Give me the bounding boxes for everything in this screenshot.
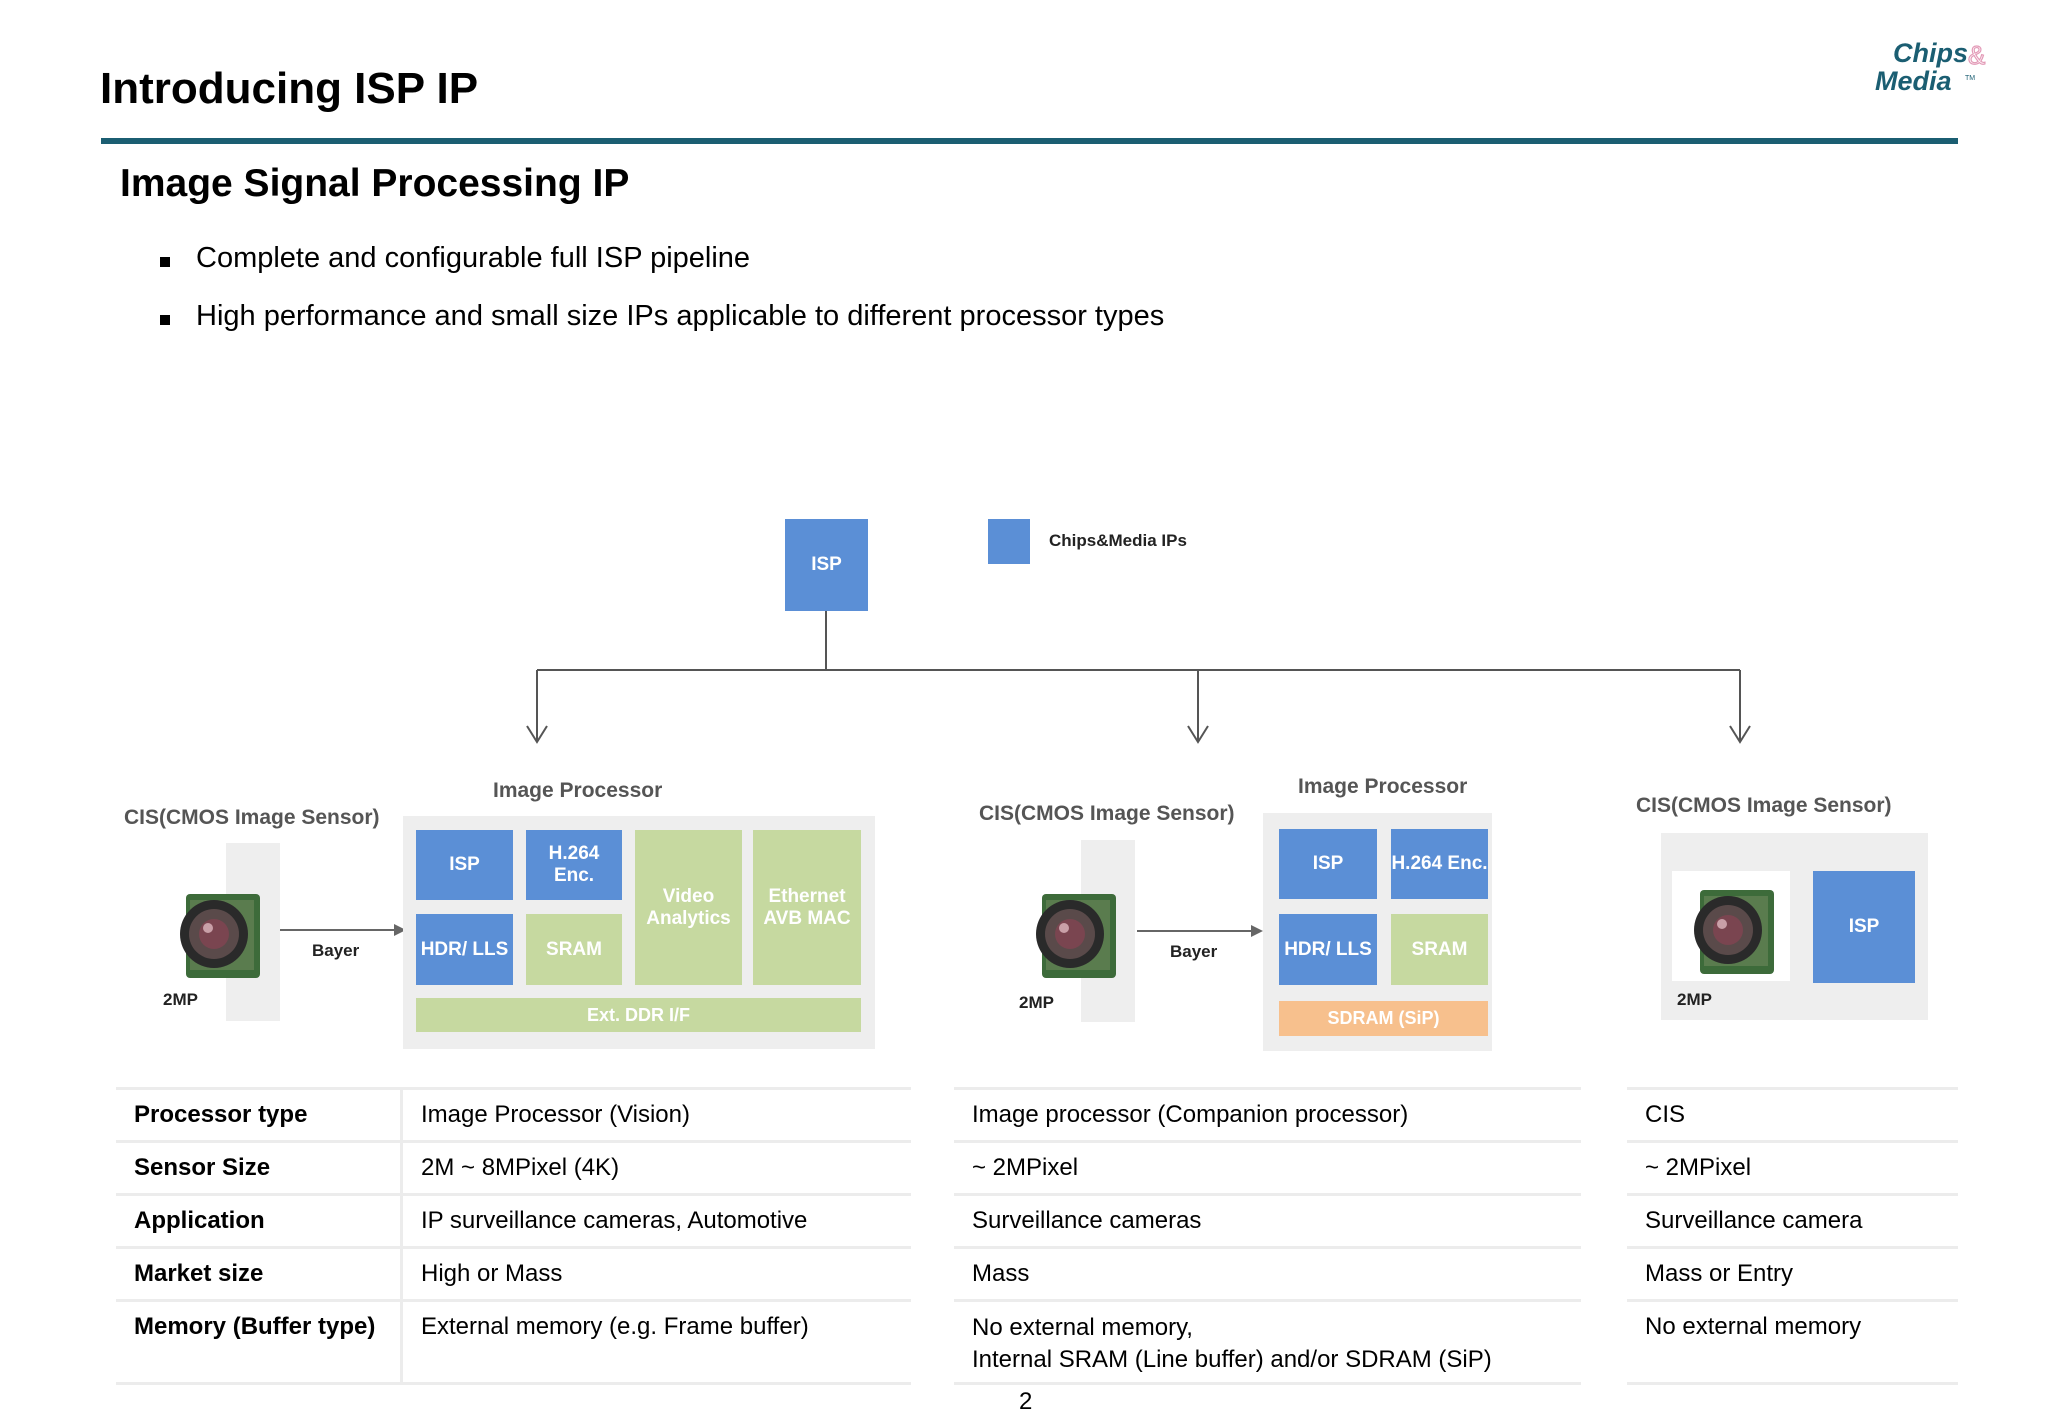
config2-h264-block: H.264 Enc. xyxy=(1391,829,1488,899)
table-cell: Mass xyxy=(954,1246,1581,1301)
table-cell: Image Processor (Vision) xyxy=(401,1087,911,1142)
camera-sensor-icon xyxy=(180,894,260,978)
bullet-item: High performance and small size IPs appl… xyxy=(160,300,1164,358)
table-row: No external memory, Internal SRAM (Line … xyxy=(954,1299,1581,1385)
bullet-square-icon xyxy=(160,315,170,325)
title-rule xyxy=(101,138,1958,144)
config2-sram-block: SRAM xyxy=(1391,914,1488,985)
table-cell: Surveillance camera xyxy=(1627,1193,1958,1248)
table-cell: High or Mass xyxy=(401,1246,911,1301)
comparison-table-config3: CIS ~ 2MPixel Surveillance camera Mass o… xyxy=(1627,1087,1958,1385)
tree-connectors xyxy=(526,611,1751,744)
table-row: Application IP surveillance cameras, Aut… xyxy=(116,1193,911,1248)
table-cell: No external memory, Internal SRAM (Line … xyxy=(954,1299,1581,1385)
config2-isp-block: ISP xyxy=(1279,829,1377,899)
comparison-table-config1: Processor type Image Processor (Vision) … xyxy=(116,1087,911,1385)
table-row: Sensor Size 2M ~ 8MPixel (4K) xyxy=(116,1140,911,1195)
table-row: Processor type Image Processor (Vision) xyxy=(116,1087,911,1142)
comparison-table-config2: Image processor (Companion processor) ~ … xyxy=(954,1087,1581,1385)
bullet-square-icon xyxy=(160,257,170,267)
logo-amp: & xyxy=(1968,40,1985,70)
config2-sdram-block: SDRAM (SiP) xyxy=(1279,1001,1488,1036)
camera-sensor-icon xyxy=(1036,894,1116,978)
table-cell: IP surveillance cameras, Automotive xyxy=(401,1193,911,1248)
table-row: Surveillance camera xyxy=(1627,1193,1958,1248)
table-row: No external memory xyxy=(1627,1299,1958,1385)
arrowhead-right xyxy=(1729,725,1751,744)
row-header: Sensor Size xyxy=(116,1140,403,1195)
config1-sram-block: SRAM xyxy=(526,914,622,985)
logo-tm: TM xyxy=(1965,75,1975,82)
slide-title: Introducing ISP IP xyxy=(100,64,479,113)
config2-processor-title: Image Processor xyxy=(1298,775,1468,798)
config1-ethernet-block: Ethernet AVB MAC xyxy=(753,830,861,985)
table-row: Surveillance cameras xyxy=(954,1193,1581,1248)
page-number: 2 xyxy=(1019,1388,1033,1415)
logo-text-top: Chips xyxy=(1893,38,1968,68)
bullet-text: High performance and small size IPs appl… xyxy=(196,300,1165,332)
config1-sensor-title: CIS(CMOS Image Sensor) xyxy=(124,806,380,829)
config1-processor-title: Image Processor xyxy=(493,779,663,802)
legend-label: Chips&Media IPs xyxy=(1049,531,1187,550)
config2-sensor-title: CIS(CMOS Image Sensor) xyxy=(979,802,1235,825)
root-isp-box: ISP xyxy=(785,519,868,611)
chips-media-logo: Chips & Media TM xyxy=(1873,36,2008,96)
table-cell: ~ 2MPixel xyxy=(1627,1140,1958,1195)
camera-sensor-icon xyxy=(1694,890,1774,974)
table-row: Market size High or Mass xyxy=(116,1246,911,1301)
table-row: ~ 2MPixel xyxy=(1627,1140,1958,1195)
config1-hdr-block: HDR/ LLS xyxy=(416,914,513,985)
config2-link-label: Bayer xyxy=(1170,942,1218,961)
config3-sensor-title: CIS(CMOS Image Sensor) xyxy=(1636,794,1892,817)
config3-sensor-res: 2MP xyxy=(1677,990,1712,1009)
table-row: Mass or Entry xyxy=(1627,1246,1958,1301)
config1-bayer-arrow xyxy=(280,924,406,936)
legend-swatch xyxy=(988,519,1030,564)
row-header: Memory (Buffer type) xyxy=(116,1299,403,1385)
table-cell: Image processor (Companion processor) xyxy=(954,1087,1581,1142)
arrowhead-left xyxy=(526,725,548,744)
memory-line-2: Internal SRAM (Line buffer) and/or SDRAM… xyxy=(972,1346,1492,1373)
table-row: Memory (Buffer type) External memory (e.… xyxy=(116,1299,911,1385)
config2-hdr-block: HDR/ LLS xyxy=(1279,914,1377,985)
config2-sensor-res: 2MP xyxy=(1019,993,1054,1012)
table-row: CIS xyxy=(1627,1087,1958,1142)
logo-text-bottom: Media xyxy=(1875,66,1952,96)
table-row: Image processor (Companion processor) xyxy=(954,1087,1581,1142)
config1-sensor-res: 2MP xyxy=(163,990,198,1009)
table-row: ~ 2MPixel xyxy=(954,1140,1581,1195)
config2-bayer-arrow xyxy=(1137,925,1263,937)
arrowhead-middle xyxy=(1187,725,1209,744)
bullet-list: Complete and configurable full ISP pipel… xyxy=(160,242,1164,358)
row-header: Processor type xyxy=(116,1087,403,1142)
section-subtitle: Image Signal Processing IP xyxy=(120,162,630,205)
table-cell: CIS xyxy=(1627,1087,1958,1142)
table-cell: 2M ~ 8MPixel (4K) xyxy=(401,1140,911,1195)
table-row: Mass xyxy=(954,1246,1581,1301)
config3-isp-block: ISP xyxy=(1813,871,1915,983)
table-cell: ~ 2MPixel xyxy=(954,1140,1581,1195)
bullet-text: Complete and configurable full ISP pipel… xyxy=(196,242,751,274)
config1-link-label: Bayer xyxy=(312,941,360,960)
table-cell: No external memory xyxy=(1627,1299,1958,1385)
config1-video-analytics-block: Video Analytics xyxy=(635,830,742,985)
table-cell: External memory (e.g. Frame buffer) xyxy=(401,1299,911,1385)
row-header: Market size xyxy=(116,1246,403,1301)
row-header: Application xyxy=(116,1193,403,1248)
config1-ddr-block: Ext. DDR I/F xyxy=(416,998,861,1032)
memory-line-1: No external memory, xyxy=(972,1314,1193,1341)
table-cell: Surveillance cameras xyxy=(954,1193,1581,1248)
config1-isp-block: ISP xyxy=(416,830,513,900)
config1-h264-block: H.264 Enc. xyxy=(526,830,622,900)
bullet-item: Complete and configurable full ISP pipel… xyxy=(160,242,1164,300)
table-cell: Mass or Entry xyxy=(1627,1246,1958,1301)
